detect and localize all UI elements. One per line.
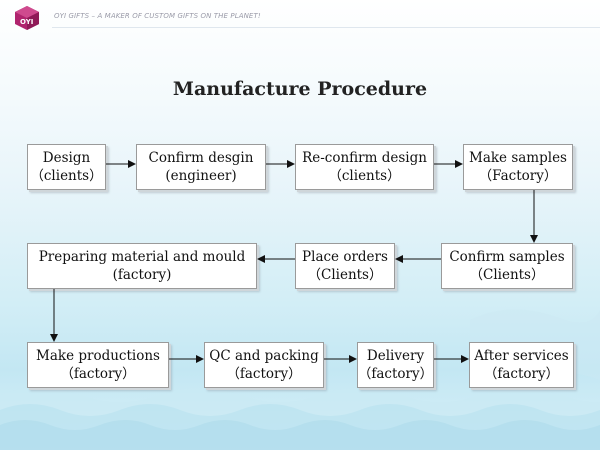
- step-reconfirm-design: Re-confirm design （clients）: [295, 144, 434, 190]
- step-after-services: After services （factory）: [469, 342, 574, 388]
- step-preparing-material: Preparing material and mould (factory): [27, 243, 257, 289]
- step-make-productions: Make productions （factory）: [27, 342, 169, 388]
- step-owner: （factory）: [483, 366, 560, 382]
- step-owner: （Clients）: [469, 267, 545, 283]
- gift-box-logo-icon: OYI: [15, 6, 39, 30]
- step-owner: (engineer): [165, 168, 237, 184]
- step-label: Make productions: [36, 348, 160, 364]
- step-owner: （clients）: [30, 168, 103, 184]
- step-label: Design: [42, 150, 91, 166]
- step-label: Make samples: [469, 150, 567, 166]
- step-label: Confirm desgin: [148, 150, 254, 166]
- step-label: Delivery: [366, 348, 425, 364]
- svg-text:OYI: OYI: [20, 18, 33, 26]
- step-delivery: Delivery （factory）: [357, 342, 434, 388]
- page-title: Manufacture Procedure: [172, 78, 428, 100]
- step-make-samples: Make samples （Factory）: [463, 144, 573, 190]
- step-design: Design （clients）: [27, 144, 106, 190]
- step-label: Re-confirm design: [302, 150, 427, 166]
- step-owner: （Factory）: [478, 168, 558, 184]
- step-confirm-design: Confirm desgin (engineer): [136, 144, 266, 190]
- step-owner: （factory）: [60, 366, 136, 382]
- step-owner: (factory): [112, 267, 172, 283]
- step-qc-packing: QC and packing （factory）: [204, 342, 324, 388]
- step-label: Place orders: [302, 249, 388, 265]
- step-owner: （clients）: [328, 168, 401, 184]
- header-rule: [52, 27, 600, 28]
- step-label: QC and packing: [209, 348, 319, 364]
- step-confirm-samples: Confirm samples （Clients）: [441, 243, 573, 289]
- step-owner: （Clients）: [307, 267, 383, 283]
- step-label: Confirm samples: [449, 249, 565, 265]
- step-label: Preparing material and mould: [38, 249, 246, 265]
- step-label: After services: [474, 348, 569, 364]
- step-owner: （factory）: [357, 366, 434, 382]
- header-tagline: OYI GIFTS – A MAKER OF CUSTOM GIFTS ON T…: [54, 12, 261, 20]
- step-owner: （factory）: [226, 366, 302, 382]
- step-place-orders: Place orders （Clients）: [295, 243, 395, 289]
